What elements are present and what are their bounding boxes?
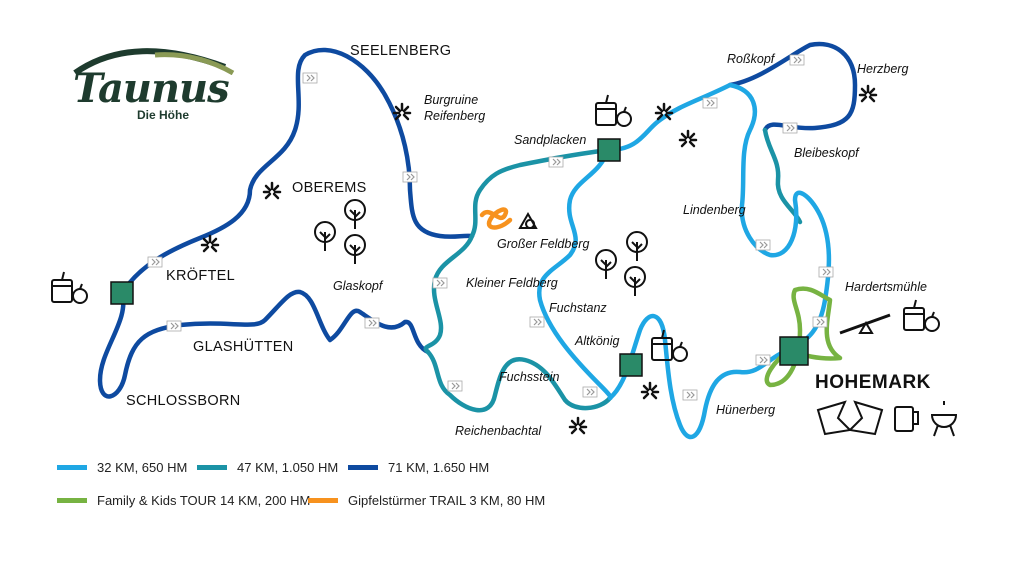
route-trail [479, 207, 513, 230]
legend-label: 32 KM, 650 HM [97, 460, 188, 475]
poi-burgruine: Burgruine Reifenberg [424, 93, 486, 123]
station-hohemark [779, 336, 809, 366]
poi-fuchsstein: Fuchsstein [499, 370, 560, 384]
poi-sandplacken: Sandplacken [514, 133, 587, 147]
legend-label: 71 KM, 1.650 HM [388, 460, 490, 475]
poi-reichenbachtal: Reichenbachtal [455, 424, 542, 438]
poi-fuchstanz: Fuchstanz [549, 301, 607, 315]
poi-bleibeskopf: Bleibeskopf [794, 146, 859, 160]
place-seelenberg: SEELENBERG [350, 43, 452, 59]
poi-huenerberg: Hünerberg [716, 403, 776, 417]
summit-icon [518, 211, 538, 229]
beer-icon [894, 406, 919, 432]
place-hohemark: HOHEMARK [815, 372, 931, 393]
legend-label: Family & Kids TOUR 14 KM, 200 HM [97, 493, 311, 508]
poi-kleiner-feldberg: Kleiner Feldberg [466, 276, 558, 290]
station-altkoenig [619, 353, 643, 377]
poi-lindenberg: Lindenberg [683, 203, 746, 217]
poi-glaskopf: Glaskopf [333, 279, 383, 293]
legend-item-32km: 32 KM, 650 HM [57, 460, 187, 475]
legend-item-47km: 47 KM, 1.050 HM [197, 460, 338, 475]
logo-subtitle: Die Höhe [137, 108, 190, 122]
poi-herzberg: Herzberg [857, 62, 909, 76]
route-family [764, 286, 843, 388]
legend-item-71km: 71 KM, 1.650 HM [348, 460, 489, 475]
poi-altkoenig: Altkönig [575, 334, 620, 348]
flags-icon [816, 400, 884, 436]
legend-swatch [308, 498, 338, 503]
station-sandplacken [597, 138, 621, 162]
place-kroeftel: KRÖFTEL [166, 268, 235, 284]
place-glashuetten: GLASHÜTTEN [193, 339, 294, 355]
legend-swatch [57, 465, 87, 470]
poi-rosskopf: Roßkopf [727, 52, 775, 66]
legend-swatch [197, 465, 227, 470]
legend-label: 47 KM, 1.050 HM [237, 460, 339, 475]
legend-item-family: Family & Kids TOUR 14 KM, 200 HM [57, 493, 310, 508]
place-schlossborn: SCHLOSSBORN [126, 393, 241, 409]
grill-icon [930, 401, 958, 437]
poi-grosser-feldberg: Großer Feldberg [497, 237, 590, 251]
logo-wordmark: Taunus [73, 65, 230, 112]
place-oberems: OBEREMS [292, 180, 367, 196]
seesaw-icon [839, 313, 891, 335]
taunus-logo: Taunus Die Höhe [65, 45, 235, 125]
poi-hardertsmuehle: Hardertsmühle [845, 280, 927, 294]
station-kroeftel [110, 281, 134, 305]
legend-swatch [348, 465, 378, 470]
legend-label: Gipfelstürmer TRAIL 3 KM, 80 HM [348, 493, 546, 508]
legend-swatch [57, 498, 87, 503]
route-47km [423, 127, 803, 413]
legend-item-trail: Gipfelstürmer TRAIL 3 KM, 80 HM [308, 493, 545, 508]
logo-hill-icon [73, 48, 235, 75]
route-32km [536, 82, 832, 440]
